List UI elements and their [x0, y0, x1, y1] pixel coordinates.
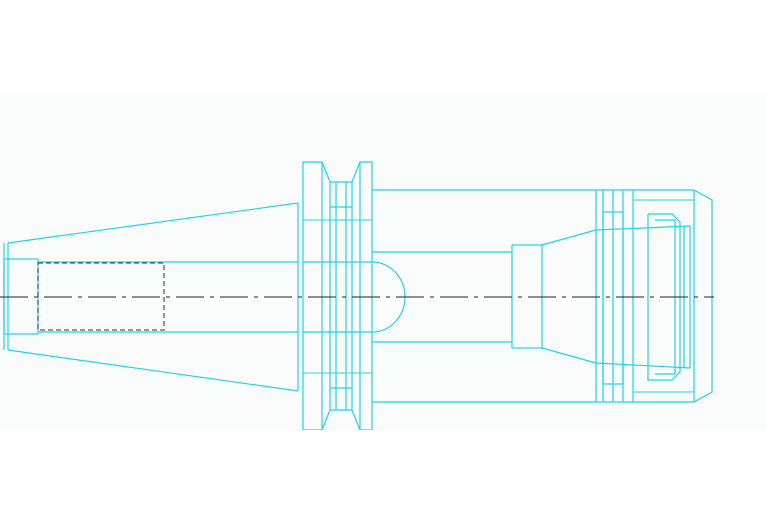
canvas-background [0, 92, 767, 430]
tool-holder-drawing [0, 92, 767, 430]
taper-bottom-edge [7, 349, 299, 392]
drawing-line [595, 225, 691, 231]
drawing-line [647, 213, 681, 381]
drawing-line [602, 211, 624, 385]
drawing-line [541, 229, 597, 246]
nut-outline [596, 189, 713, 403]
drawing-canvas [0, 92, 767, 430]
drawing-line [595, 362, 691, 369]
taper-top-edge [7, 202, 299, 244]
drawing-line [541, 347, 597, 364]
body-outline [372, 189, 597, 403]
collet-nut [595, 189, 713, 403]
flange-left-ring [302, 161, 331, 430]
flange [302, 161, 406, 430]
